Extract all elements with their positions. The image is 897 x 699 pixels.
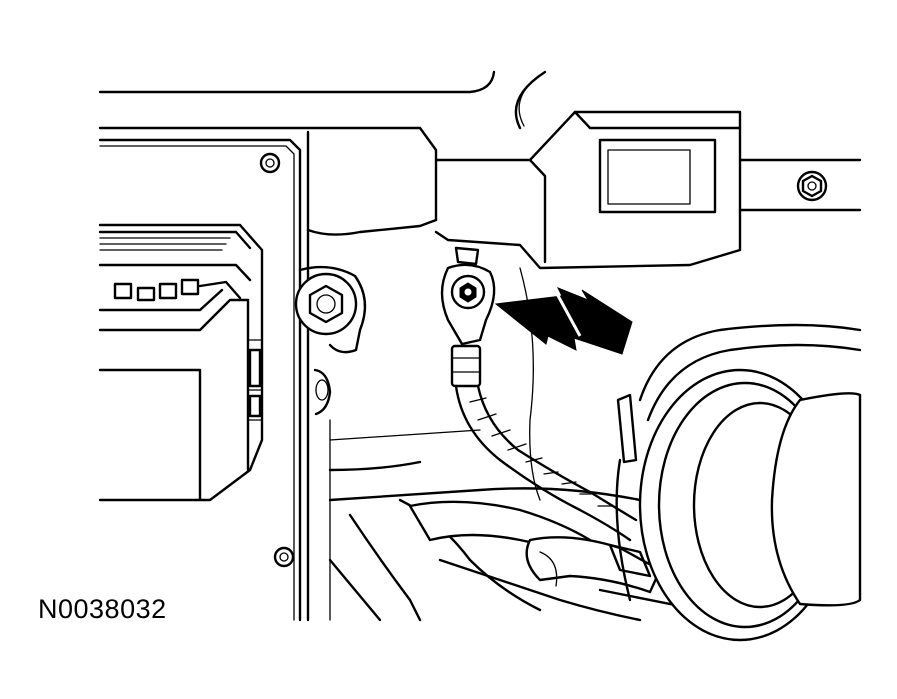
panel-contours — [328, 267, 541, 621]
screw-icon — [273, 546, 295, 568]
callout-arrow-icon — [494, 287, 633, 355]
bracket-nut — [294, 265, 367, 416]
ground-strap — [440, 246, 638, 542]
wiring-harness — [328, 487, 702, 622]
upper-support-bracket — [434, 110, 862, 270]
upper-dash-trim — [98, 70, 547, 130]
instrument-panel-bracket — [98, 126, 438, 622]
steering-column — [608, 323, 862, 642]
radio-module-housing — [98, 223, 264, 502]
screw-icon — [259, 152, 281, 174]
figure-reference-code: N0038032 — [38, 594, 167, 624]
